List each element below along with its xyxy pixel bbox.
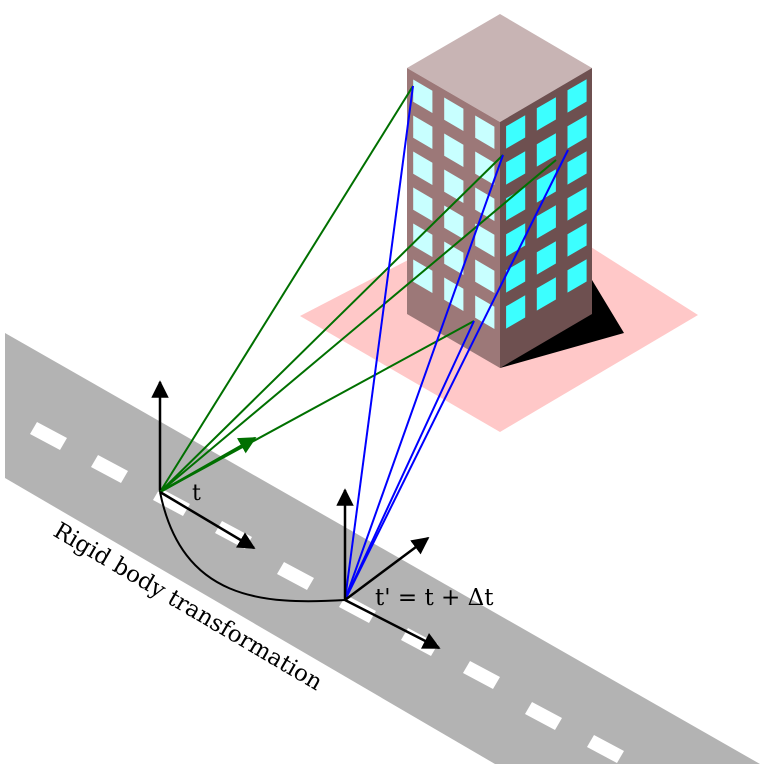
road-dash [30, 422, 67, 451]
ray-blue-1 [344, 85, 414, 601]
window-right [567, 151, 587, 185]
window-left [413, 223, 433, 257]
road-surface [5, 333, 760, 764]
building-roof [407, 14, 592, 122]
window-left [444, 169, 464, 203]
road-dash [91, 455, 128, 484]
window-right [506, 187, 526, 221]
frame-t [151, 380, 257, 550]
window-left [413, 151, 433, 185]
ray-green-1 [159, 85, 414, 493]
window-right [506, 151, 526, 185]
window-right [506, 115, 526, 149]
trajectory-curve [159, 491, 346, 603]
building [407, 14, 592, 368]
window-left [444, 133, 464, 167]
label-t: t [192, 481, 201, 506]
window-right [567, 259, 587, 293]
ray-blue-2 [344, 154, 504, 601]
window-left [475, 151, 495, 185]
window-left [475, 223, 495, 257]
window-right [506, 259, 526, 293]
frame-t-forward-axis [159, 436, 257, 494]
rays-pose-t-prime [344, 85, 569, 601]
window-right [567, 223, 587, 257]
window-left [444, 205, 464, 239]
window-left [475, 115, 495, 149]
frame-t-prime [336, 488, 441, 650]
road-dash [153, 488, 190, 517]
window-left [413, 79, 433, 113]
rays-pose-t [159, 85, 557, 493]
ray-green-2 [159, 154, 504, 493]
frame-t-side-axis [159, 490, 256, 550]
window-right [536, 205, 556, 239]
road-dash [587, 735, 624, 764]
road-dash [463, 661, 500, 690]
window-right [536, 133, 556, 167]
window-right [567, 79, 587, 113]
ray-green-3 [159, 159, 557, 493]
window-right [536, 97, 556, 131]
label-t-prime: t' = t + Δt [375, 585, 494, 611]
windows-left-face [413, 79, 495, 329]
road-dash [525, 702, 562, 731]
window-right [567, 115, 587, 149]
window-left [444, 97, 464, 131]
window-left [413, 115, 433, 149]
ray-blue-4 [344, 320, 475, 601]
window-left [413, 259, 433, 293]
frame-t-prime-forward-axis [344, 536, 430, 602]
window-right [536, 241, 556, 275]
window-right [506, 295, 526, 329]
window-right [567, 187, 587, 221]
road-dash [401, 628, 438, 657]
frame-t-prime-side-axis [344, 598, 441, 650]
window-left [475, 259, 495, 293]
window-right [536, 277, 556, 311]
road [5, 333, 760, 764]
window-right [536, 169, 556, 203]
window-left [413, 187, 433, 221]
window-left [475, 295, 495, 329]
ray-blue-3 [344, 149, 569, 601]
road-dash [277, 562, 314, 591]
